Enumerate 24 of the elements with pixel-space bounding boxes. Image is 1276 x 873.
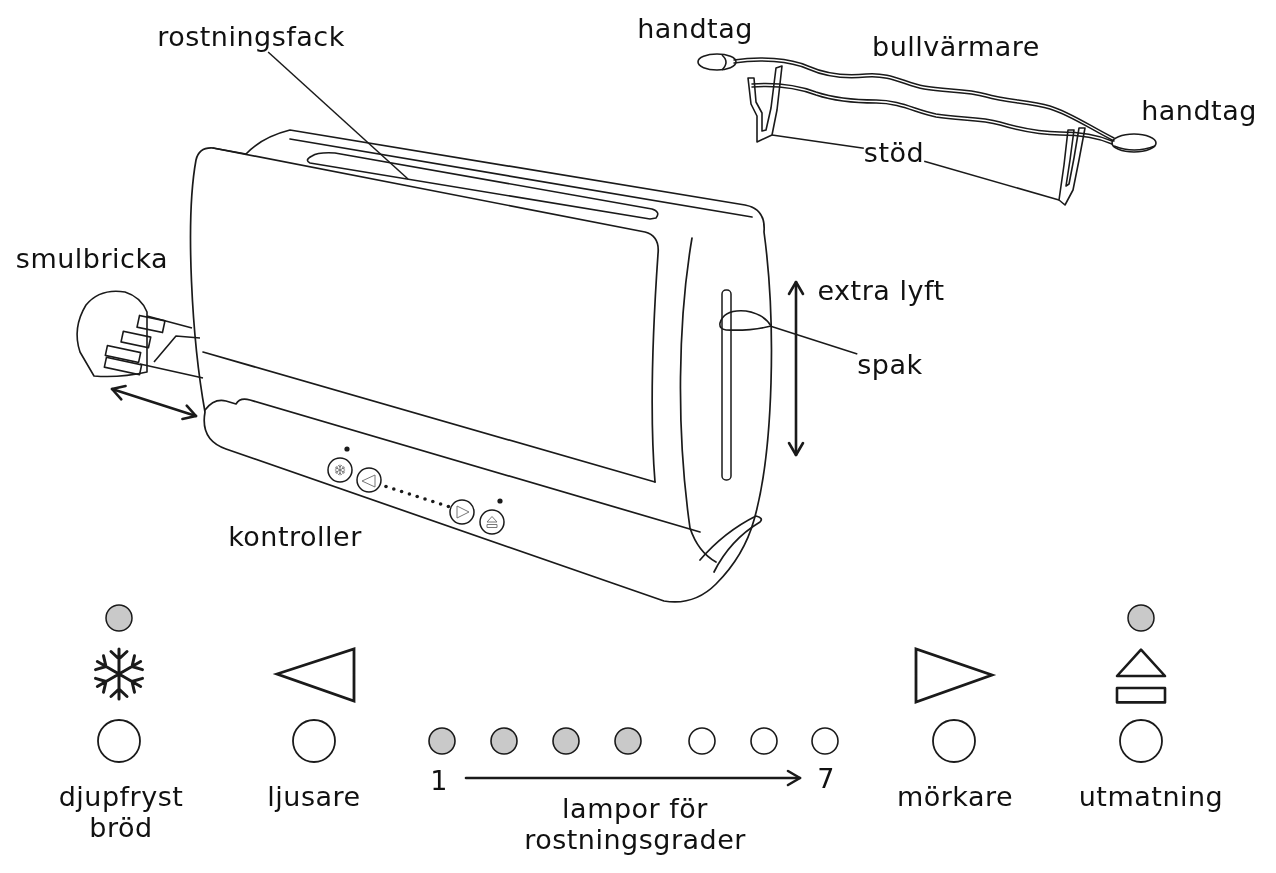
part-label: kontroller: [228, 521, 362, 553]
part-label: rostningsfack: [157, 21, 345, 53]
leader-line: [923, 160, 1060, 201]
part-label: handtag: [637, 13, 753, 45]
support-leg: [1058, 127, 1086, 206]
leader-line: [771, 134, 865, 149]
button-label: utmatning: [1078, 781, 1224, 813]
part-label: extra lyft: [817, 275, 945, 307]
toaster-slot: [306, 152, 659, 220]
button-label: ljusare: [267, 781, 361, 813]
part-label: stöd: [863, 137, 925, 169]
scale-number: 7: [817, 763, 835, 795]
part-label: handtag: [1141, 95, 1257, 127]
part-label: spak: [857, 349, 923, 381]
scale-number: 1: [430, 765, 448, 797]
button-label: mörkare: [896, 781, 1014, 813]
button-label: djupfryst bröd: [57, 781, 185, 844]
leader-line: [769, 325, 859, 355]
support-leg: [747, 65, 783, 143]
part-label: bullvärmare: [872, 31, 1040, 63]
indicator-label: lampor för rostningsgrader: [524, 793, 746, 856]
part-label: smulbricka: [15, 243, 169, 275]
lever: [719, 309, 772, 331]
leader-line: [267, 51, 409, 180]
